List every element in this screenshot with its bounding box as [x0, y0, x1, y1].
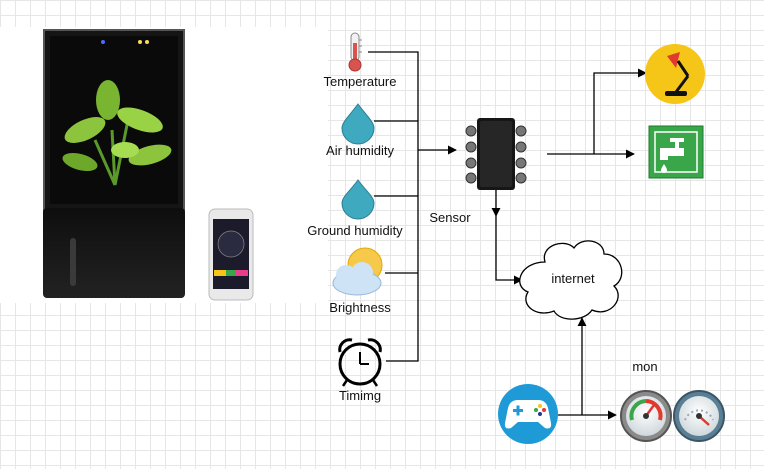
- water-drop-icon: [341, 103, 375, 145]
- monitor-label: mon: [632, 359, 657, 374]
- alarm-clock-icon: [338, 338, 382, 387]
- microchip-icon: [465, 118, 527, 190]
- sensor-label-brightness: Brightness: [329, 300, 391, 315]
- plant-icon: [62, 80, 172, 186]
- cloud-icon: [519, 240, 623, 320]
- sensor-label-temperature: Temperature: [324, 74, 397, 89]
- temperature-sensor: Temperature: [324, 32, 397, 89]
- gauge-icon: [673, 390, 725, 442]
- brightness-sensor: Brightness: [329, 247, 391, 315]
- gamepad-icon[interactable]: [498, 384, 558, 444]
- internet-label: internet: [551, 271, 595, 286]
- sun-cloud-icon: [332, 247, 383, 296]
- sensor-label-timing: Timimg: [339, 388, 381, 403]
- growbox-photo: [0, 27, 328, 303]
- internet-cloud: internet: [519, 240, 623, 320]
- connector-lines: [368, 51, 647, 420]
- air-humidity-sensor: Air humidity: [326, 103, 394, 158]
- sensor-chip: Sensor: [429, 118, 527, 225]
- timing-sensor: Timimg: [338, 338, 382, 403]
- smartphone-icon: [208, 208, 254, 301]
- sensor-label-ground-humidity: Ground humidity: [307, 223, 403, 238]
- ground-humidity-sensor: Ground humidity: [307, 179, 403, 238]
- sensor-label-air-humidity: Air humidity: [326, 143, 394, 158]
- desk-lamp-icon: [645, 44, 705, 104]
- gauge-icon: [620, 390, 672, 442]
- thermometer-icon: [348, 32, 362, 72]
- water-tap-icon: [648, 125, 704, 179]
- water-drop-icon: [341, 179, 375, 220]
- sensor-label: Sensor: [429, 210, 471, 225]
